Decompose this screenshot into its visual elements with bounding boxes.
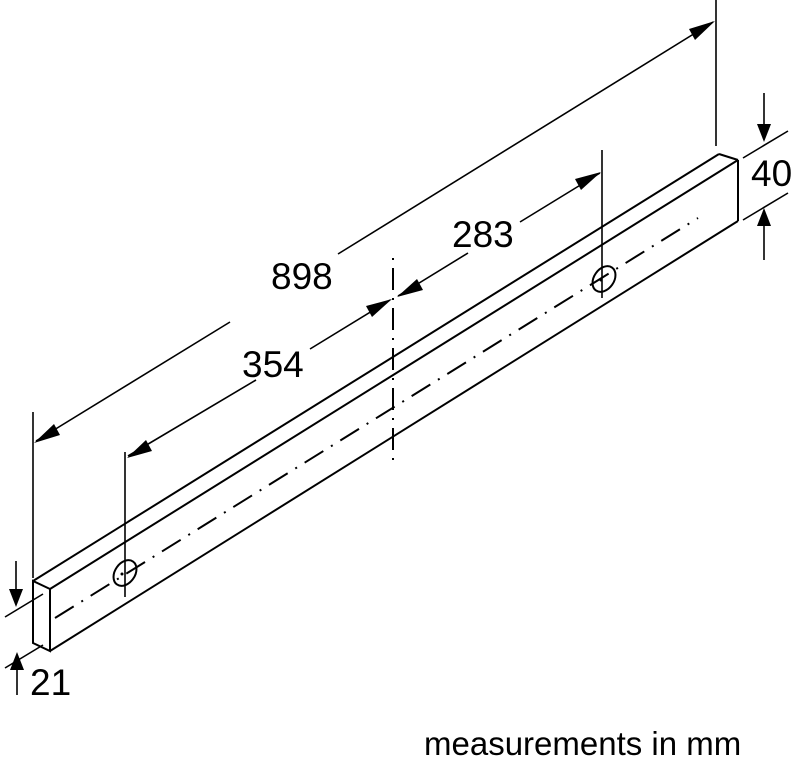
- dimension-label-354: 354: [242, 344, 304, 385]
- right-hole-icon: [591, 265, 617, 293]
- dimension-label-898: 898: [271, 256, 333, 297]
- dimension-label-40: 40: [751, 153, 792, 194]
- dimension-354: [127, 299, 392, 458]
- dimension-21: [4, 561, 44, 695]
- dimension-898: [34, 21, 715, 443]
- dimension-283: [397, 172, 601, 297]
- dimension-40: [742, 93, 789, 260]
- dimension-label-21: 21: [30, 662, 71, 703]
- bar-centerline: [54, 217, 699, 619]
- left-hole-icon: [112, 559, 138, 587]
- dimension-label-283: 283: [452, 214, 514, 255]
- bar-body: [32, 153, 739, 653]
- units-note: measurements in mm: [424, 725, 741, 761]
